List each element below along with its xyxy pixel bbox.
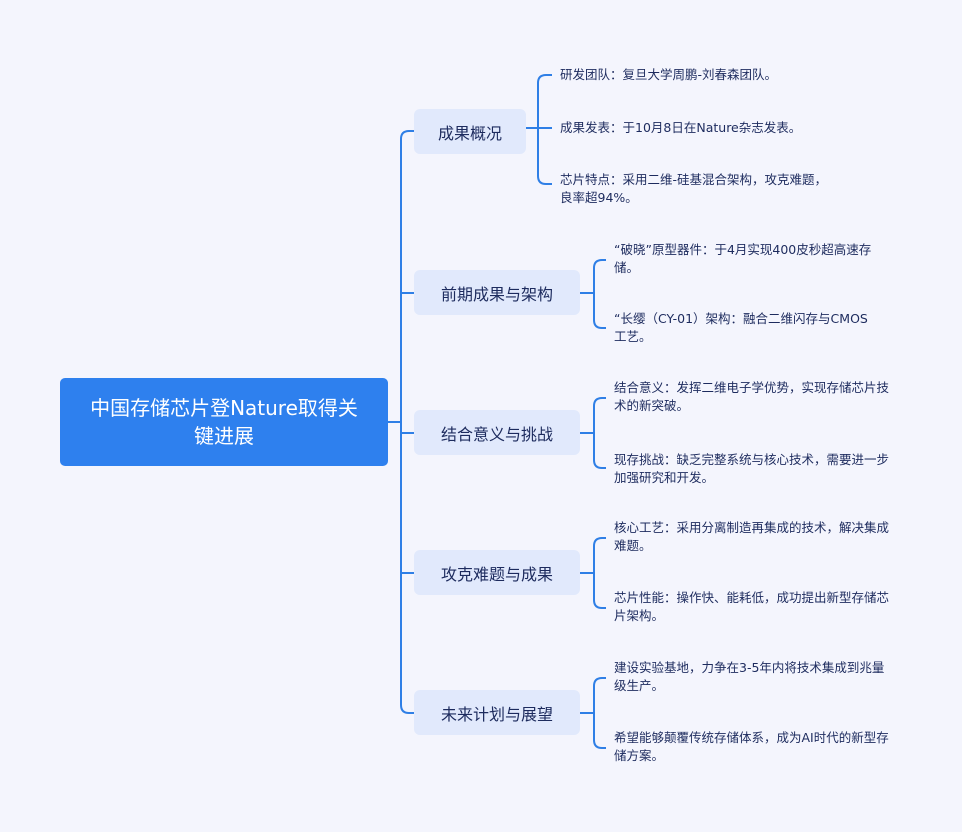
leaf-node[interactable]: 核心工艺：采用分离制造再集成的技术，解决集成难题。 <box>614 520 890 553</box>
branch-label: 攻克难题与成果 <box>440 564 553 584</box>
connector-line <box>593 537 606 609</box>
leaf-node[interactable]: 芯片性能：操作快、能耗低，成功提出新型存储芯片架构。 <box>614 590 890 623</box>
connector-line <box>593 259 606 329</box>
leaf-node[interactable]: 希望能够颠覆传统存储体系，成为AI时代的新型存储方案。 <box>614 730 889 763</box>
branch-significance[interactable]: 结合意义与挑战 <box>414 410 580 455</box>
connector-line <box>400 130 414 714</box>
root-title: 中国存储芯片登Nature取得关键进展 <box>90 396 358 448</box>
leaf-node[interactable]: 研发团队：复旦大学周鹏-刘春森团队。 <box>560 67 778 82</box>
branch-future[interactable]: 未来计划与展望 <box>414 690 580 735</box>
branch-label: 成果概况 <box>437 123 502 143</box>
leaf-node[interactable]: 现存挑战：缺乏完整系统与核心技术，需要进一步加强研究和开发。 <box>614 452 890 485</box>
leaf-node[interactable]: “长缨（CY-01）架构：融合二维闪存与CMOS工艺。 <box>614 311 868 344</box>
connector-line <box>593 677 606 749</box>
branch-label: 前期成果与架构 <box>440 284 553 304</box>
leaf-node[interactable]: 结合意义：发挥二维电子学优势，实现存储芯片技术的新突破。 <box>614 380 890 413</box>
root-node[interactable]: 中国存储芯片登Nature取得关键进展 <box>60 378 388 466</box>
branch-overview[interactable]: 成果概况 <box>414 109 526 154</box>
branch-label: 未来计划与展望 <box>440 704 553 724</box>
leaf-node[interactable]: 芯片特点：采用二维-硅基混合架构，攻克难题，良率超94%。 <box>560 172 828 205</box>
leaf-node[interactable]: 建设实验基地，力争在3-5年内将技术集成到兆量级生产。 <box>614 660 885 693</box>
leaf-node[interactable]: 成果发表：于10月8日在Nature杂志发表。 <box>560 120 802 135</box>
connector-line <box>593 397 606 469</box>
connector-line <box>537 74 552 185</box>
branch-prior-work[interactable]: 前期成果与架构 <box>414 270 580 315</box>
branch-breakthrough[interactable]: 攻克难题与成果 <box>414 550 580 595</box>
branch-label: 结合意义与挑战 <box>440 424 553 444</box>
leaf-node[interactable]: “破晓”原型器件：于4月实现400皮秒超高速存储。 <box>614 242 872 275</box>
